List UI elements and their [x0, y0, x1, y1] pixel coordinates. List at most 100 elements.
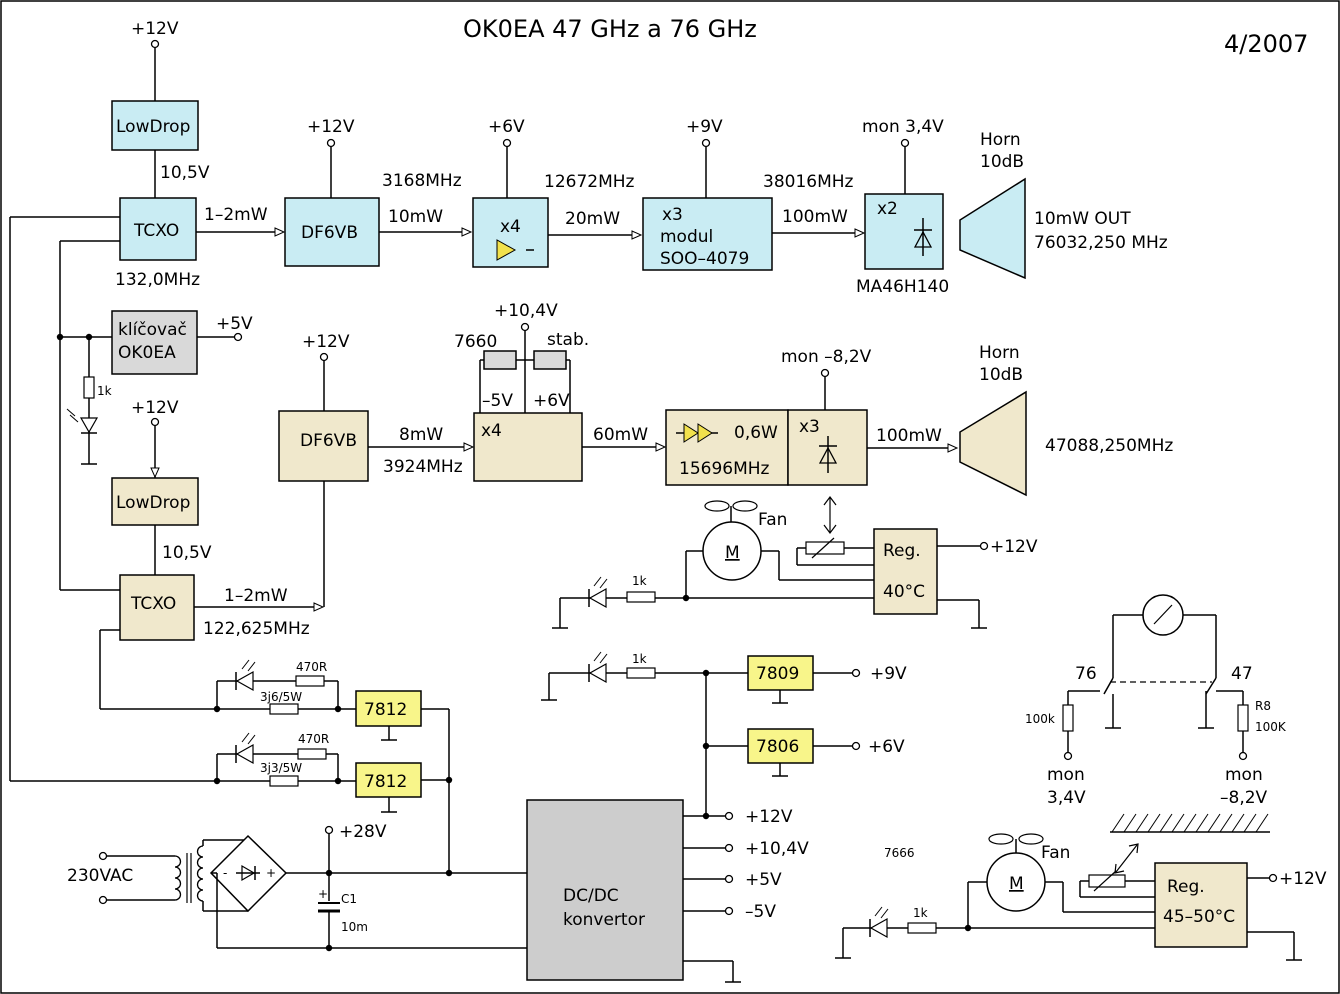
x2-diode-label: MA46H140: [856, 277, 949, 297]
label-7666: 7666: [884, 846, 915, 860]
dcdc-out-12v: +12V: [745, 807, 793, 827]
x3b-power: 100mW: [876, 426, 942, 446]
heatsink-icon: [1110, 813, 1270, 833]
dcdc-out-5v: +5V: [745, 870, 782, 890]
amplifier-triangle-icon: [496, 239, 517, 261]
thermistor2-icon: [1079, 870, 1155, 898]
fan1-reg-box: [873, 528, 938, 615]
fan2-reg-temp: 45–50°C: [1163, 907, 1235, 927]
chain-47ghz: +12V LowDrop 10,5V TCXO 1–2mW 122,625MHz…: [111, 301, 1173, 641]
thermistor1-icon: [796, 537, 874, 566]
df6vb2-label: DF6VB: [300, 431, 357, 451]
horn2-label-2: 10dB: [979, 365, 1023, 385]
lowdrop1-box: [111, 100, 199, 151]
thermal-coupling1-icon: [823, 496, 837, 534]
dcdc-out-104v: +10,4V: [745, 839, 809, 859]
fan1-reg-temp: 40°C: [883, 582, 925, 602]
reg-7806-output: +6V: [868, 737, 905, 757]
transformer-icon: [174, 845, 204, 903]
tcxo1-power: 1–2mW: [204, 205, 268, 225]
tcxo2-box: [119, 574, 195, 641]
x3a-supply-label: +9V: [686, 117, 723, 137]
pa-amplifier-icon: [676, 423, 718, 443]
reg-7806-box: [747, 728, 814, 764]
lowdrop2-label: LowDrop: [116, 493, 190, 513]
reg-stab-label: stab.: [547, 330, 589, 350]
reg-7809-output: +9V: [870, 664, 907, 684]
x4b-neg-label: –5V: [482, 391, 513, 411]
df6vb1-freq: 3168MHz: [382, 171, 462, 191]
resistor-470a-label: 470R: [296, 660, 327, 674]
keyer-label-1: klíčovač: [118, 320, 187, 340]
fan-regulator-2: 7666 Fan M: [835, 813, 1327, 961]
lowdrop1-label: LowDrop: [116, 117, 190, 137]
resistor-r8-label: R8: [1255, 699, 1271, 713]
svg-text:-: -: [223, 866, 227, 880]
df6vb1-power: 10mW: [388, 207, 443, 227]
output1-power: 10mW OUT: [1034, 209, 1131, 229]
x3a-freq: 38016MHz: [763, 172, 854, 192]
pa-box: [665, 409, 789, 486]
x4a-supply-label: +6V: [488, 117, 525, 137]
x4a-freq: 12672MHz: [544, 172, 635, 192]
resistor-3j6: [269, 703, 299, 715]
capacitor-c1-label: C1: [341, 892, 357, 906]
x3a-label-2: modul: [660, 227, 713, 247]
x3a-label-3: SOO–4079: [660, 249, 749, 269]
df6vb2-box: [278, 410, 369, 482]
resistor-100k-a-label: 100k: [1025, 712, 1055, 726]
dcdc-out-m5v: –5V: [745, 902, 776, 922]
x4b-pos-label: +6V: [533, 391, 570, 411]
pa-power: 0,6W: [734, 423, 778, 443]
multiplier-diode-icon: [913, 218, 933, 256]
resistor-100k-a: [1062, 704, 1074, 732]
x4a-power: 20mW: [565, 209, 620, 229]
horn1-antenna-icon: [959, 177, 1026, 280]
psu-resistor-1k: [626, 667, 656, 679]
fan1-reg-label: Reg.: [883, 541, 921, 561]
horn2-label-1: Horn: [979, 343, 1020, 363]
tcxo2-freq: 122,625MHz: [203, 619, 310, 639]
fan1-label: Fan: [758, 510, 787, 530]
fan2-motor-label: M: [1009, 874, 1024, 894]
reg-stab-box: [533, 350, 567, 370]
diagram-date: 4/2007: [1224, 30, 1308, 58]
fan1-resistor-label: 1k: [632, 574, 647, 588]
capacitor-c1-icon: +: [318, 887, 340, 913]
dcdc-converter-box: [526, 799, 684, 981]
output2-freq: 47088,250MHz: [1045, 436, 1173, 456]
led-470b-icon: [235, 732, 256, 765]
df6vb1-label: DF6VB: [301, 223, 358, 243]
x2-box: [864, 193, 944, 270]
reg-7660-label: 7660: [454, 332, 497, 352]
fan2-resistor-label: 1k: [913, 906, 928, 920]
chain-76ghz: +12V LowDrop 10,5V TCXO 132,0MHz 1–2mW +…: [111, 19, 1168, 297]
lowdrop2-output-label: 10,5V: [162, 543, 212, 563]
resistor-470a: [295, 675, 325, 687]
reg-7812-a-label: 7812: [364, 700, 407, 720]
tcxo1-freq: 132,0MHz: [115, 270, 200, 290]
psu-led-icon: [588, 651, 608, 684]
resistor-r8: [1237, 704, 1249, 732]
df6vb1-box: [284, 197, 380, 267]
fan1-propeller-icon: [704, 500, 758, 522]
x4b-label: x4: [481, 421, 502, 441]
svg-text:+: +: [318, 887, 328, 901]
fan1-motor-label: M: [725, 543, 740, 563]
resistor-470b-label: 470R: [298, 732, 329, 746]
mon-b-label: mon: [1225, 765, 1263, 785]
meter-switch-section: 76 47 100k mon 3,4V R8 100K mon –8,2V: [1025, 594, 1287, 808]
x4b-box: [473, 412, 583, 482]
fan2-propeller-icon: [988, 833, 1044, 853]
mains-supply-section: 230VAC - + +28V: [67, 651, 907, 983]
x2-label: x2: [877, 199, 898, 219]
fan1-led-icon: [588, 576, 608, 609]
x2-supply-label: mon 3,4V: [862, 117, 944, 137]
x3a-label-1: x3: [662, 205, 683, 225]
bridge-rectifier-icon: - +: [209, 834, 288, 913]
x3b-supply-label: mon –8,2V: [781, 347, 872, 367]
bus-28v-label: +28V: [339, 822, 387, 842]
capacitor-c1-value: 10m: [341, 920, 368, 934]
fan2-led-icon: [869, 906, 889, 939]
